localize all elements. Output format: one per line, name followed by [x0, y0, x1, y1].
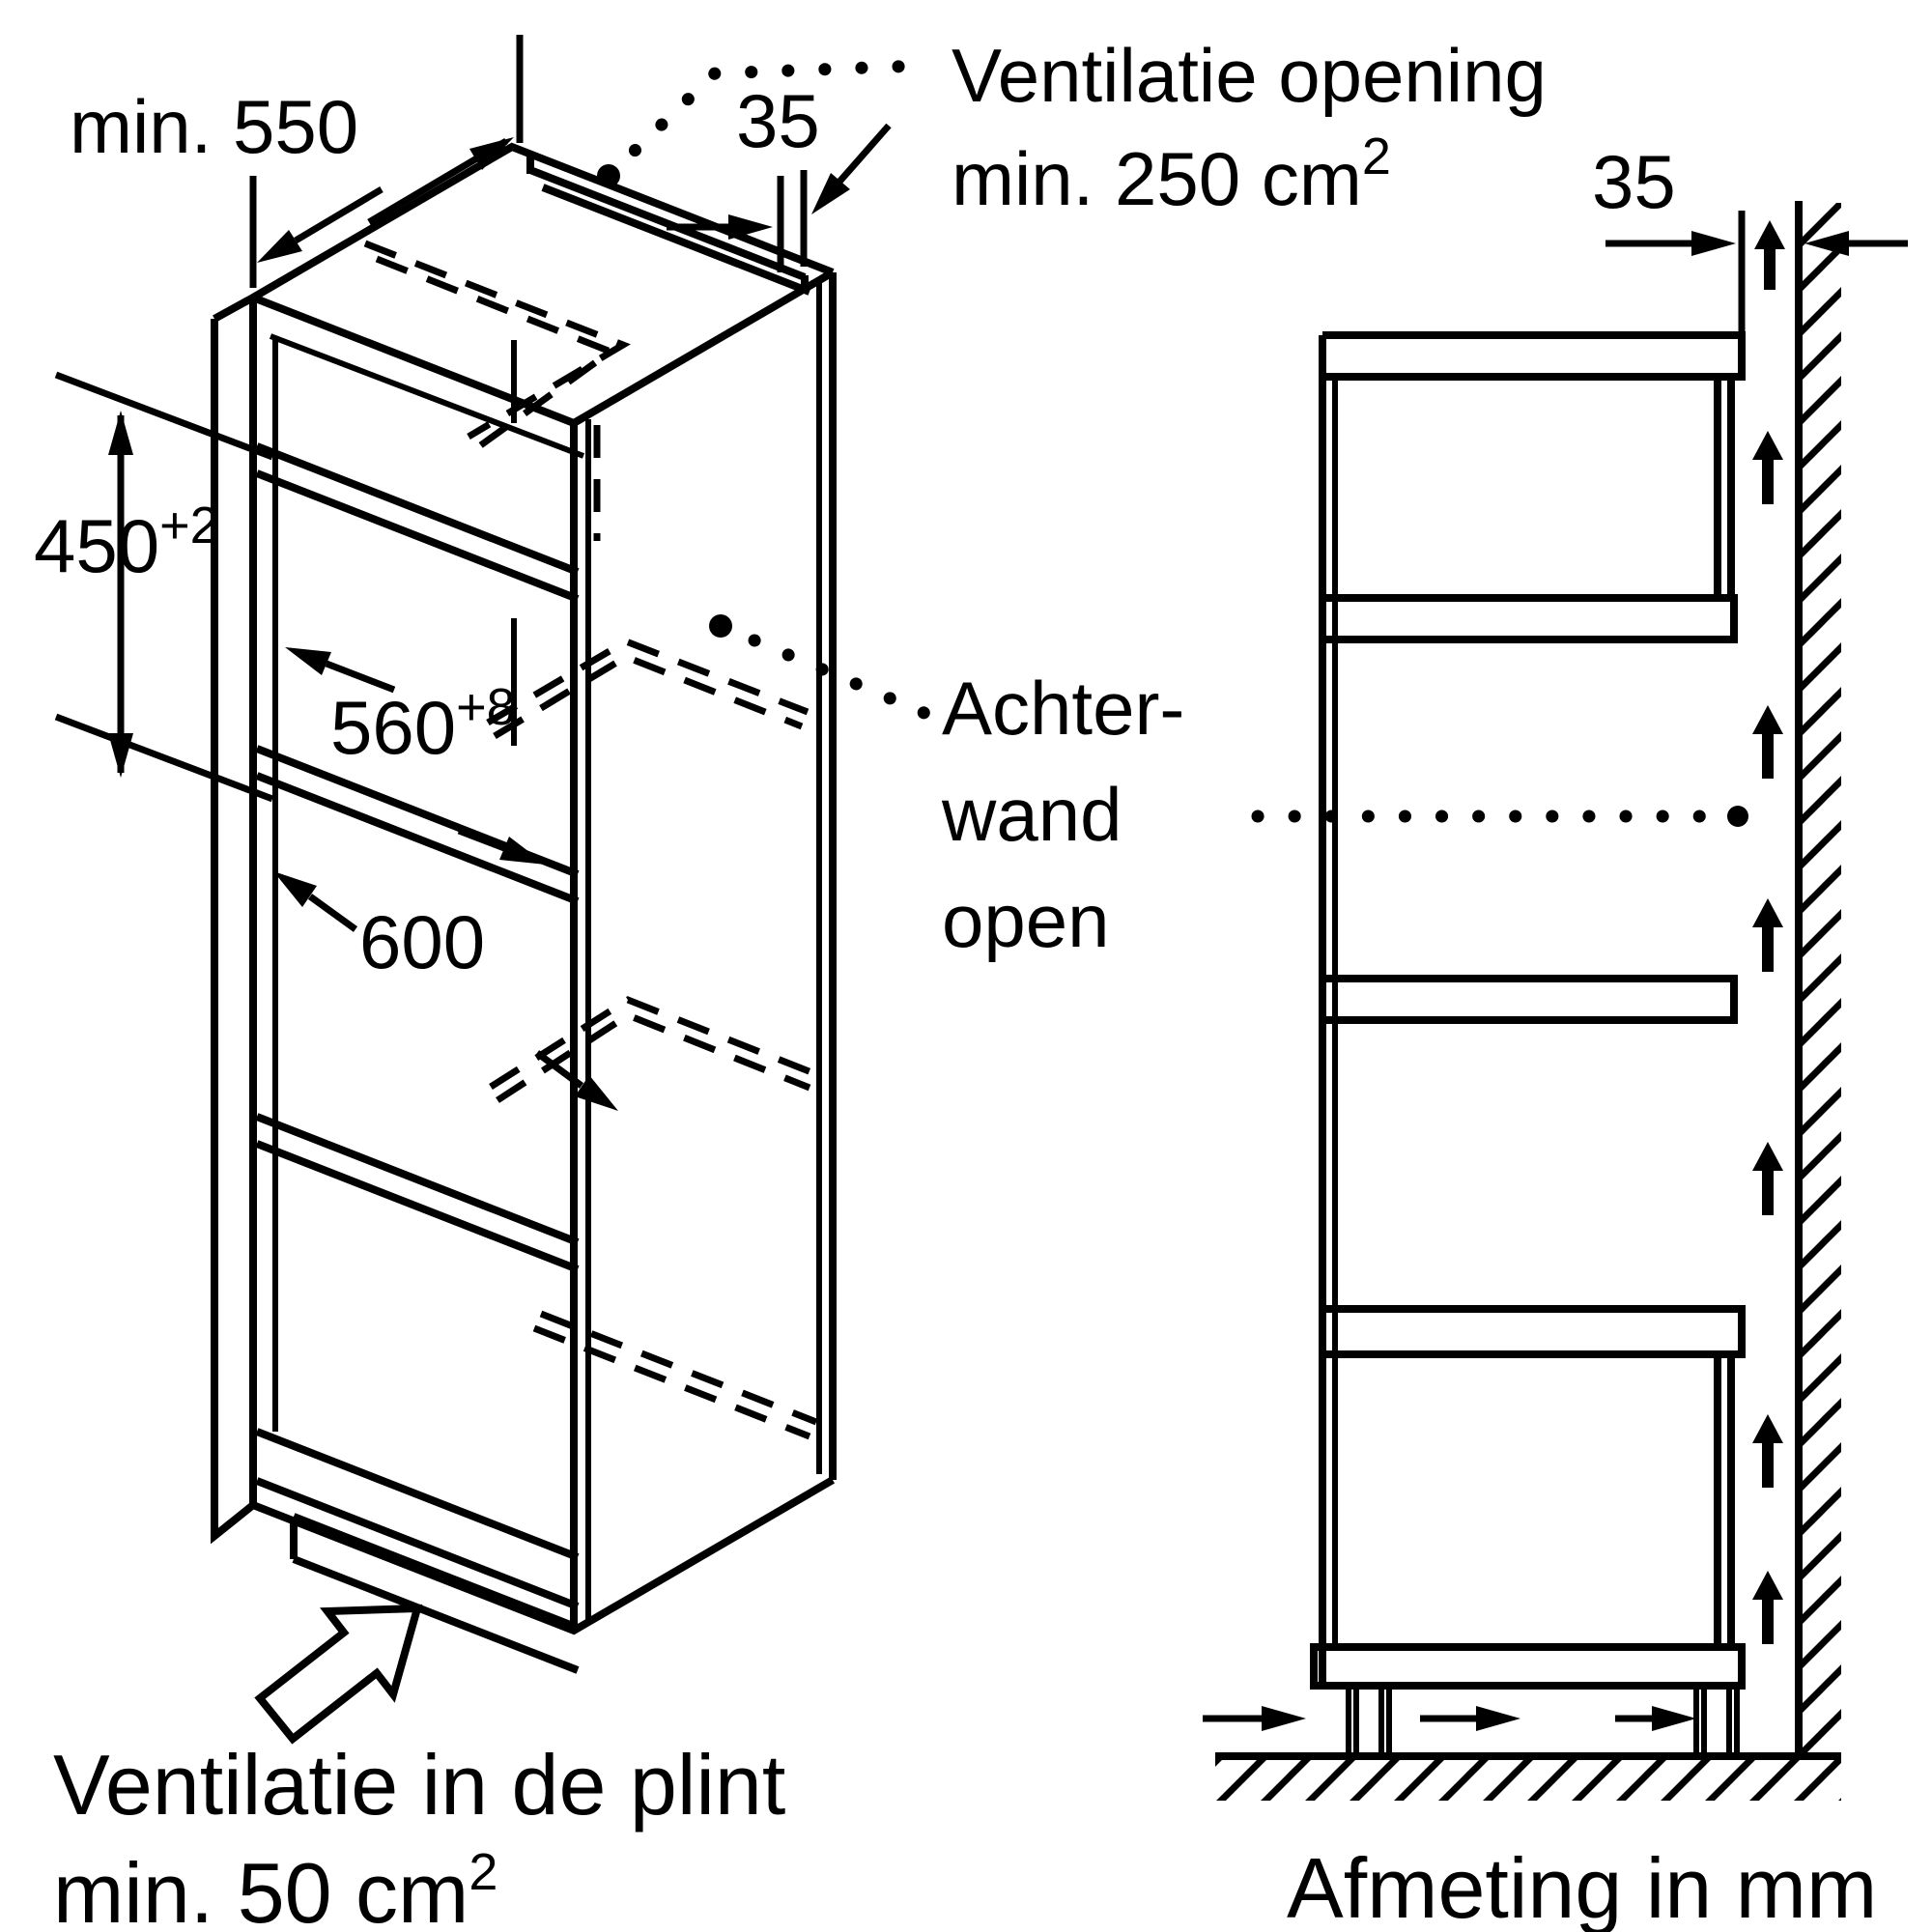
depth-dim-label: min. 550: [70, 84, 358, 169]
top-panel: [1322, 331, 1746, 381]
dim-arrowhead-icon: [1804, 231, 1849, 256]
plinth-feet: [1346, 1686, 1740, 1754]
hidden-bottom-back-edge: [532, 1310, 818, 1440]
vent-opening-note-line1: Ventilatie opening: [952, 33, 1547, 118]
dim-arrowhead-icon: [257, 230, 302, 263]
niche-height-dim-lines: [54, 371, 274, 803]
isometric-cabinet: [211, 142, 837, 1674]
plinth-airflow-arrow-icon: [254, 1604, 423, 1745]
dim-arrowhead-icon: [273, 871, 317, 907]
text-notes: Achter- wand open Ventilatie in de plint…: [53, 666, 1877, 1932]
shelf-middle: [255, 1113, 580, 1273]
dim-arrowhead-icon: [469, 137, 514, 170]
dim-arrowhead-icon: [108, 411, 133, 455]
vent-opening-note-line2: min. 250 cm2: [952, 128, 1391, 221]
dim-arrowhead-icon: [108, 733, 133, 778]
dim-arrowhead-icon: [575, 1075, 618, 1111]
dim-arrowhead-icon: [285, 647, 331, 675]
dim-arrowhead-icon: [499, 837, 546, 865]
cabinet-floor-panel: [255, 1428, 580, 1610]
slot-dim-label: 35: [736, 78, 820, 163]
plinth-vent-note-line2: min. 50 cm2: [53, 1843, 497, 1932]
slot-dim-lines: [667, 123, 892, 272]
hidden-shelf-back-1: [486, 638, 810, 739]
airflow-up-arrow-icon: [1752, 431, 1783, 504]
back-note-line3: open: [942, 878, 1110, 963]
hidden-vent-rail: [363, 240, 631, 452]
top-vent-slot: [526, 155, 811, 296]
niche-width-label: 560+8: [330, 678, 516, 770]
airflow-up-arrow-icon: [1752, 898, 1783, 972]
leader-dot-icon: [1727, 806, 1748, 827]
niche-width-dim-lines: [325, 660, 506, 852]
airflow-right-arrows: [1203, 1706, 1696, 1731]
airflow-right-arrow-icon: [1652, 1706, 1696, 1731]
niche-height-label: 450+2: [34, 497, 219, 588]
side-section-view: 35: [1203, 139, 1908, 1801]
shelf-niche-bottom: [255, 745, 580, 905]
units-caption: Afmeting in mm: [1287, 1840, 1877, 1932]
airflow-up-arrow-icon: [1752, 705, 1783, 779]
cabinet-width-label: 600: [359, 899, 485, 984]
bottom-panel: [1310, 1643, 1746, 1690]
dim-arrowhead-icon: [1691, 231, 1736, 256]
backwall-leader-dots: [714, 619, 940, 724]
vent-leader-dots: [602, 59, 926, 183]
cabinet-outline: [211, 142, 837, 1635]
airflow-up-arrow-icon: [1754, 220, 1785, 290]
airflow-up-arrow-icon: [1752, 1142, 1783, 1215]
back-note-line1: Achter-: [942, 666, 1184, 751]
back-note-line2: wand: [941, 772, 1122, 857]
airflow-up-arrow-icon: [1752, 1414, 1783, 1488]
airflow-right-arrow-icon: [1262, 1706, 1306, 1731]
lower-niche-back-panel: [1714, 1354, 1735, 1647]
middle-shelf: [1322, 975, 1738, 1024]
shelf-niche-top: [255, 442, 580, 603]
cabinet-width-dim-lines: [307, 894, 584, 1089]
wall-gap-label: 35: [1592, 139, 1676, 224]
ground-hatch: [1215, 1760, 1841, 1801]
airflow-right-arrow-icon: [1476, 1706, 1520, 1731]
wall-hatch: [1803, 203, 1841, 1756]
upper-niche-floor: [1322, 594, 1738, 643]
left-annotations: min. 550 35 450+2 560+8 600 Ventilatie o…: [34, 33, 1547, 1745]
dim-arrowhead-icon: [728, 214, 773, 240]
airflow-up-arrow-icon: [1752, 1571, 1783, 1644]
dim-arrowhead-icon: [811, 173, 850, 214]
hidden-shelf-back-2: [489, 996, 818, 1103]
plinth-vent-note-line1: Ventilatie in de plint: [53, 1737, 785, 1833]
wall-gap-dim-lines: [1605, 211, 1908, 333]
airflow-up-arrows: [1752, 220, 1785, 1644]
upper-niche-back-panel: [1714, 377, 1735, 598]
lower-niche-top-panel: [1322, 1305, 1746, 1358]
plinth-recess: [290, 1513, 580, 1674]
depth-dim-lines: [249, 35, 524, 288]
